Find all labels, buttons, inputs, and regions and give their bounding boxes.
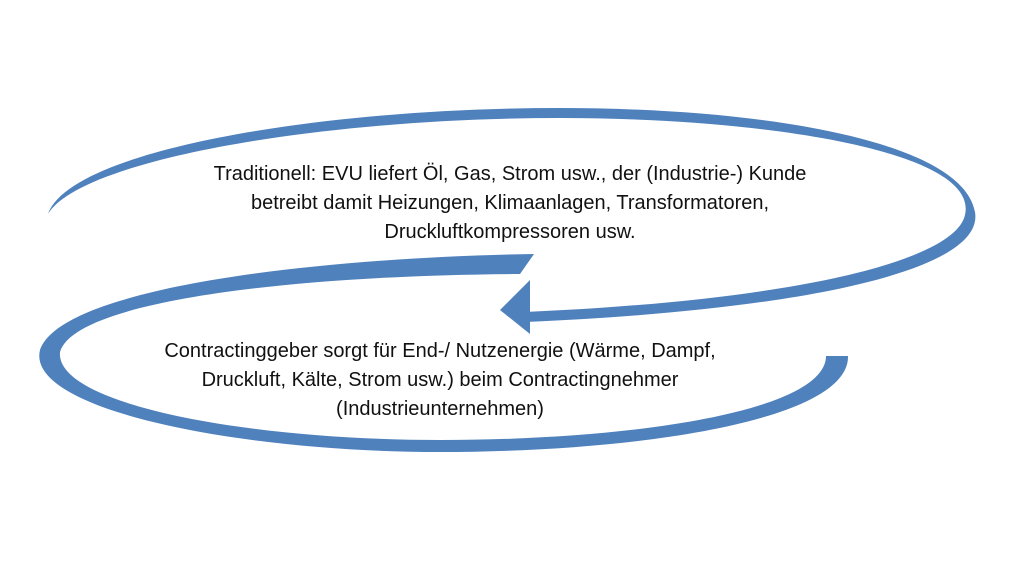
upper-arrowhead: [500, 280, 530, 334]
traditional-supply-text: Traditionell: EVU liefert Öl, Gas, Strom…: [150, 160, 870, 247]
contracting-text: Contractinggeber sorgt für End-/ Nutzene…: [90, 337, 790, 424]
bottom-text-line-1: Contractinggeber sorgt für End-/ Nutzene…: [164, 340, 716, 362]
top-text-line-1: Traditionell: EVU liefert Öl, Gas, Strom…: [213, 163, 807, 185]
bottom-text-line-3: (Industrieunternehmen): [336, 398, 544, 420]
top-text-line-3: Druckluftkompressoren usw.: [384, 221, 636, 243]
bottom-text-line-2: Druckluft, Kälte, Strom usw.) beim Contr…: [201, 369, 679, 391]
top-text-line-2: betreibt damit Heizungen, Klimaanlagen, …: [250, 192, 770, 214]
